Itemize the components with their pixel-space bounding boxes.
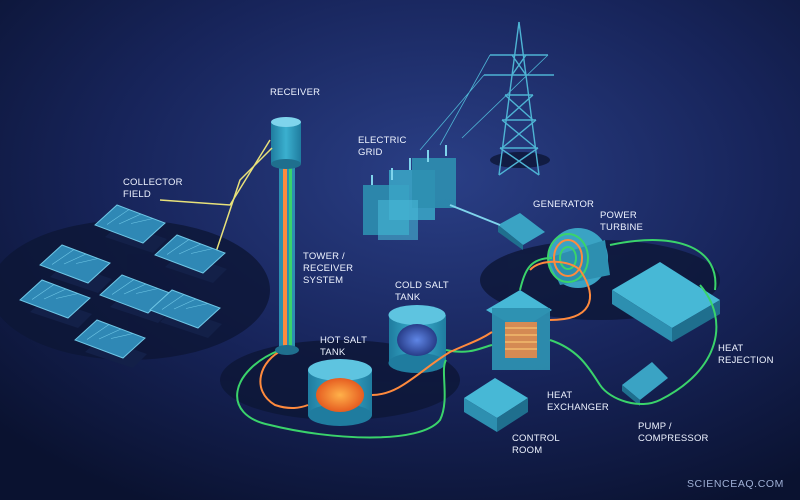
transformer-bank [363, 145, 456, 240]
pump-compressor [622, 362, 668, 406]
heliostat-panel [149, 289, 222, 338]
hot-loop-pipes [259, 160, 591, 409]
heliostat-panel [74, 319, 147, 368]
heliostat-panel [99, 274, 172, 323]
label-receiver: RECEIVER [270, 87, 321, 98]
label-pump-compressor: PUMP / COMPRESSOR [638, 421, 709, 444]
cold-salt-tank [388, 305, 446, 373]
heat-rejection-unit [612, 262, 720, 342]
label-control-room: CONTROL ROOM [512, 433, 560, 456]
label-power-turbine: POWER TURBINE [600, 210, 644, 233]
heliostat-panel [19, 279, 92, 328]
watermark: SCIENCEAQ.COM [686, 478, 784, 490]
label-generator: GENERATOR [533, 199, 595, 210]
label-heat-rejection: HEAT REJECTION [718, 343, 774, 366]
power-turbine [547, 228, 610, 288]
collector-field [19, 204, 227, 368]
control-room [464, 378, 528, 432]
label-electric-grid: ELECTRIC GRID [358, 135, 407, 158]
generator [498, 213, 545, 250]
heliostat-panel [94, 204, 167, 253]
label-tower-receiver-system: TOWER / RECEIVER SYSTEM [303, 251, 354, 286]
receiver-tower [271, 117, 301, 355]
sun-rays [159, 139, 273, 256]
heliostat-panel [39, 244, 112, 293]
heat-exchanger [486, 290, 552, 370]
label-collector-field: COLLECTOR FIELD [123, 177, 183, 200]
label-cold-salt-tank: COLD SALT TANK [395, 280, 449, 303]
heliostat-panel [154, 234, 227, 283]
label-heat-exchanger: HEAT EXCHANGER [547, 390, 609, 413]
label-hot-salt-tank: HOT SALT TANK [320, 335, 368, 358]
transmission-tower [419, 21, 554, 176]
hot-salt-tank [308, 359, 372, 426]
